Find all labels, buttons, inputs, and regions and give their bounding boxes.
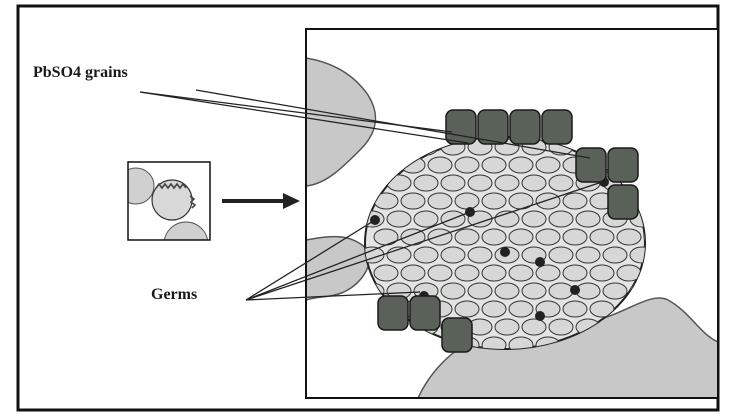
grid-cell <box>576 211 600 227</box>
grid-cell <box>414 247 438 263</box>
grid-cell <box>509 265 533 281</box>
grid-cell <box>549 247 573 263</box>
grid-cell <box>428 265 452 281</box>
grid-cell <box>441 247 465 263</box>
grid-cell <box>414 211 438 227</box>
pbso4-grain <box>510 110 540 144</box>
grid-cell <box>468 247 492 263</box>
grid-cell <box>468 283 492 299</box>
grid-cell <box>603 247 627 263</box>
pbso4-grain <box>378 296 408 330</box>
pbso4-grain <box>608 185 638 219</box>
grid-cell <box>428 157 452 173</box>
main-panel <box>306 29 718 398</box>
grid-cell <box>482 193 506 209</box>
grid-cell <box>455 193 479 209</box>
grid-cell <box>374 229 398 245</box>
grid-cell <box>576 247 600 263</box>
grid-cell <box>455 265 479 281</box>
grid-cell <box>495 319 519 335</box>
grid-cell <box>401 193 425 209</box>
grid-cell <box>468 175 492 191</box>
grid-cell <box>549 211 573 227</box>
pbso4-grain <box>446 110 476 144</box>
germs-label: Germs <box>151 286 197 304</box>
grid-cell <box>536 265 560 281</box>
grid-cell <box>455 301 479 317</box>
magnify-arrow <box>222 193 300 209</box>
pbso4-grains-label: PbSO4 grains <box>33 64 128 82</box>
grid-cell <box>590 229 614 245</box>
grid-cell <box>617 229 641 245</box>
grid-cell <box>522 319 546 335</box>
grid-cell <box>590 265 614 281</box>
grid-cell <box>522 175 546 191</box>
germ-dot <box>570 285 580 295</box>
grid-cell <box>482 265 506 281</box>
grid-cell <box>549 175 573 191</box>
grid-cell <box>495 283 519 299</box>
grid-cell <box>522 283 546 299</box>
pbso4-grain <box>608 148 638 182</box>
grid-cell <box>536 229 560 245</box>
grid-cell <box>563 301 587 317</box>
grid-cell <box>441 283 465 299</box>
grid-cell <box>482 229 506 245</box>
germ-dot <box>500 247 510 257</box>
inset-particle-bottom <box>164 222 208 266</box>
grid-cell <box>536 193 560 209</box>
pbso4-grain <box>542 110 572 144</box>
grid-cell <box>509 301 533 317</box>
grid-cell <box>482 157 506 173</box>
grid-cell <box>482 301 506 317</box>
grid-cell <box>387 211 411 227</box>
inset-particle-left <box>118 168 154 204</box>
grid-cell <box>509 157 533 173</box>
grid-cell <box>563 193 587 209</box>
grid-cell <box>428 193 452 209</box>
grid-cell <box>428 229 452 245</box>
grid-cell <box>401 265 425 281</box>
germ-dot <box>535 311 545 321</box>
grid-cell <box>455 229 479 245</box>
grid-cell <box>455 157 479 173</box>
pbso4-grain <box>442 318 472 352</box>
grid-cell <box>522 211 546 227</box>
grid-cell <box>563 229 587 245</box>
grid-cell <box>603 283 627 299</box>
grid-cell <box>374 265 398 281</box>
grid-cell <box>495 175 519 191</box>
inset-panel <box>118 162 210 266</box>
grid-cell <box>414 175 438 191</box>
grid-cell <box>441 175 465 191</box>
grid-cell <box>549 319 573 335</box>
grid-cell <box>509 229 533 245</box>
germ-dot <box>535 257 545 267</box>
pbso4-grain <box>410 296 440 330</box>
grid-cell <box>536 157 560 173</box>
pbso4-grain <box>576 148 606 182</box>
grid-cell <box>549 283 573 299</box>
grid-cell <box>563 265 587 281</box>
